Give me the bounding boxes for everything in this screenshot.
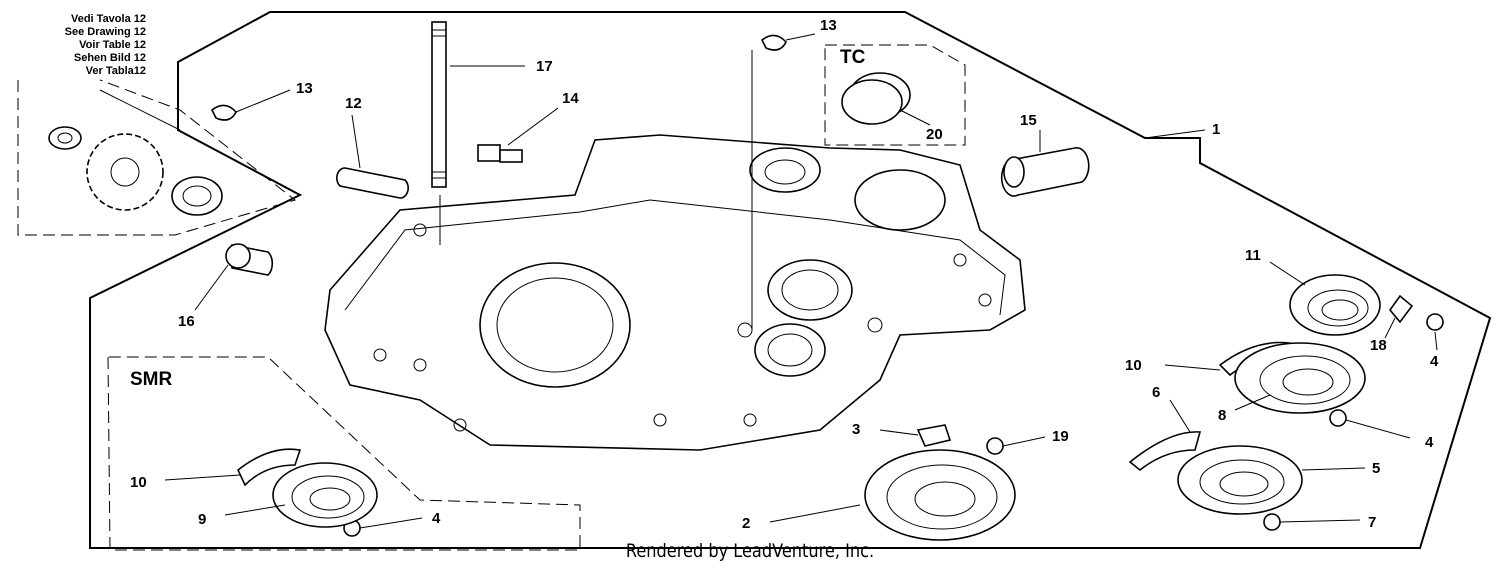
ref-note-line-5: Ver Tabla12 <box>86 65 146 77</box>
callout-11: 11 <box>1245 247 1261 264</box>
callout-9: 9 <box>198 511 206 528</box>
smr-group-label: SMR <box>130 369 173 390</box>
screw-7 <box>1263 513 1281 531</box>
bushing-15 <box>1000 147 1090 197</box>
callout-14: 14 <box>562 90 579 107</box>
reference-note: Vedi Tavola 12 See Drawing 12 Voir Table… <box>65 13 146 77</box>
reference-gear-assembly <box>48 126 223 216</box>
callout-7: 7 <box>1368 514 1376 531</box>
smr-group-box <box>107 356 581 551</box>
leader-lines <box>99 33 1438 529</box>
callout-6: 6 <box>1152 384 1160 401</box>
callout-10-right: 10 <box>1125 357 1142 374</box>
screw-4-right-mid <box>1329 409 1347 427</box>
bearing-2 <box>864 449 1016 541</box>
reference-note-box <box>17 79 297 236</box>
callout-1: 1 <box>1212 121 1220 138</box>
assembly-outline <box>89 11 1492 549</box>
footer-credit: Rendered by LeadVenture, Inc. <box>625 540 875 562</box>
callout-labels: 1 2 3 4 4 4 5 6 7 8 9 10 10 11 12 13 13 … <box>130 17 1439 532</box>
callout-5: 5 <box>1372 460 1380 477</box>
callout-16: 16 <box>178 313 195 330</box>
ref-note-line-1: Vedi Tavola 12 <box>71 13 146 25</box>
callout-13-left: 13 <box>296 80 313 97</box>
screw-19 <box>986 437 1004 455</box>
ref-note-line-3: Voir Table 12 <box>79 39 146 51</box>
crankcase-body <box>324 134 1026 451</box>
bearing-9 <box>237 448 378 528</box>
tc-group-label: TC <box>840 47 866 68</box>
bearing-5 <box>1128 431 1303 515</box>
callout-4-right-mid: 4 <box>1425 434 1434 451</box>
callout-12: 12 <box>345 95 362 112</box>
callout-13-top: 13 <box>820 17 837 34</box>
callout-8: 8 <box>1218 407 1226 424</box>
clip-13-left <box>210 104 237 121</box>
plug-14 <box>477 144 523 163</box>
bearing-11 <box>1289 274 1381 336</box>
callout-4-right-top: 4 <box>1430 353 1439 370</box>
screw-4-right-top <box>1426 313 1444 331</box>
callout-3: 3 <box>852 421 860 438</box>
plate-18 <box>1388 294 1414 324</box>
cap-20 <box>841 72 911 125</box>
callout-17: 17 <box>536 58 553 75</box>
ref-note-line-2: See Drawing 12 <box>65 26 146 38</box>
stud-17 <box>431 21 447 188</box>
bushing-16 <box>225 243 274 276</box>
ref-note-line-4: Sehen Bild 12 <box>74 52 146 64</box>
bearing-8 <box>1218 341 1366 414</box>
callout-19: 19 <box>1052 428 1069 445</box>
callout-15: 15 <box>1020 112 1037 129</box>
callout-20: 20 <box>926 126 943 143</box>
plate-3 <box>916 424 952 447</box>
tc-group-box <box>824 44 966 146</box>
callout-18: 18 <box>1370 337 1387 354</box>
dowel-12 <box>336 167 409 199</box>
callout-4-left: 4 <box>432 510 441 527</box>
callout-10-left: 10 <box>130 474 147 491</box>
clip-13-top <box>760 34 787 51</box>
callout-2: 2 <box>742 515 750 532</box>
